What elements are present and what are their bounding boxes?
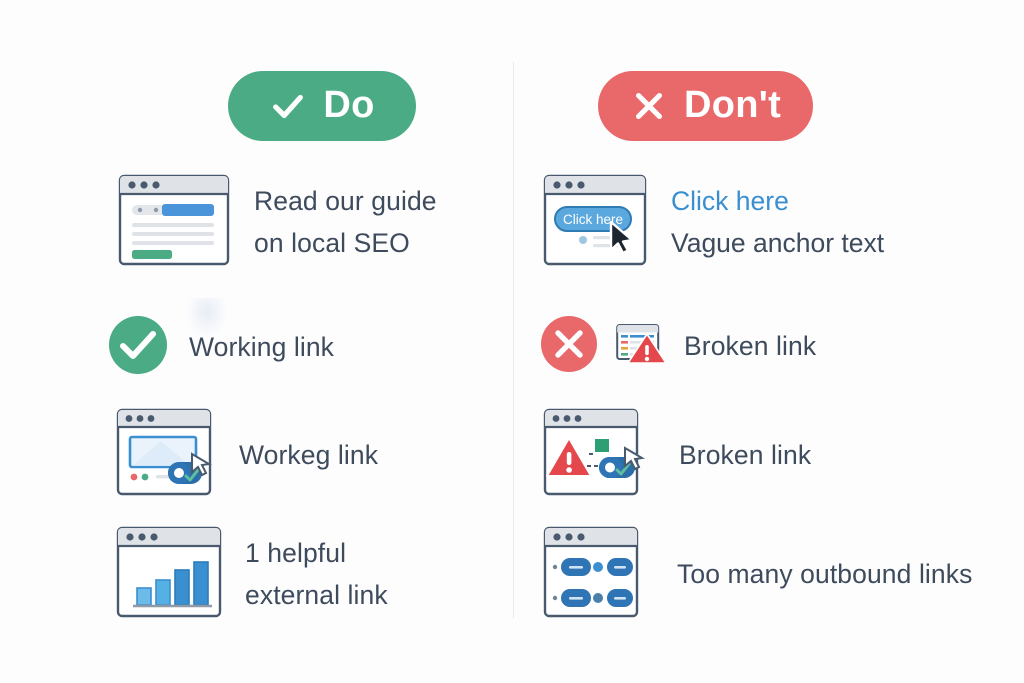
dont-column: Don't Click here (513, 0, 1024, 683)
dont-row-1: Click here Click here Vague anchor text (543, 174, 884, 271)
green-check-circle-icon (108, 315, 168, 380)
dont-row-1-link-label: Click here (671, 185, 789, 216)
dont-header-pill: Don't (598, 71, 813, 141)
browser-window-broken-link-warning-icon (543, 408, 651, 503)
do-header-label: Do (323, 83, 375, 126)
do-row-1: Read our guide on local SEO (118, 174, 437, 271)
do-row-1-label: Read our guide on local SEO (254, 185, 437, 258)
dont-row-1-labels: Click here Vague anchor text (671, 181, 884, 265)
dont-row-2: Broken link (540, 315, 816, 378)
do-row-3: Workeg link (116, 408, 378, 503)
browser-window-many-links-icon (543, 526, 639, 623)
dont-row-1-caption: Vague anchor text (671, 227, 885, 258)
browser-window-link-icon (116, 408, 228, 503)
click-here-button-label: Click here (563, 212, 623, 227)
dont-row-4: Too many outbound links (543, 526, 972, 623)
browser-window-click-here-button-icon: Click here (543, 174, 647, 271)
do-row-3-label: Workeg link (239, 439, 379, 470)
check-icon (273, 94, 304, 119)
document-warning-icon (616, 321, 668, 372)
dont-row-4-label: Too many outbound links (677, 558, 973, 589)
dont-header-label: Don't (683, 83, 782, 126)
do-column: Do (108, 71, 437, 623)
do-row-2-label: Working link (189, 331, 335, 362)
dont-row-3-label: Broken link (679, 439, 812, 470)
dont-row-3: Broken link (543, 408, 811, 503)
cross-icon (635, 92, 662, 120)
browser-window-bar-chart-icon (116, 526, 222, 623)
browser-window-search-result-icon (118, 174, 230, 271)
do-header-pill: Do (228, 71, 416, 141)
do-row-2: Working link (108, 315, 334, 380)
red-cross-circle-icon (540, 315, 598, 378)
do-row-4-label: 1 helpful external link (245, 537, 388, 610)
do-row-4: 1 helpful external link (116, 526, 388, 623)
dont-row-2-label: Broken link (684, 330, 817, 361)
column-divider (513, 62, 514, 618)
